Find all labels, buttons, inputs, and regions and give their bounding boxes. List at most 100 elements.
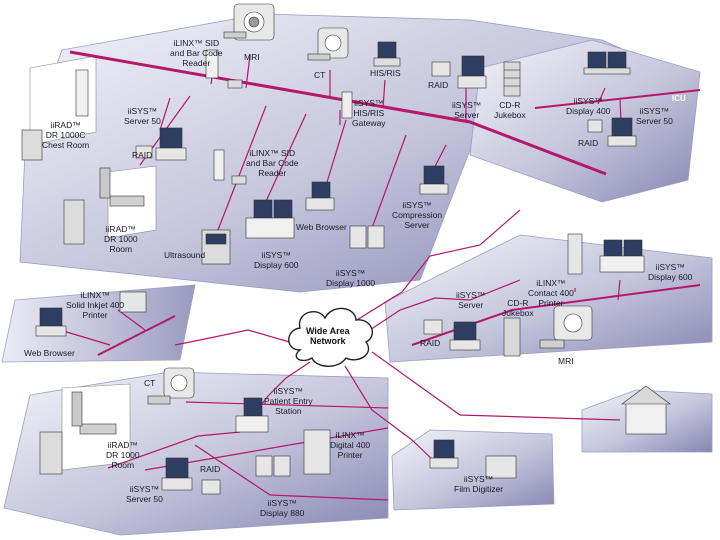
- label-line: CT: [314, 70, 326, 80]
- label-ct-top: CT: [314, 70, 325, 80]
- label-line: iiSYS™: [655, 262, 685, 272]
- monitor-icon: [235, 397, 269, 433]
- label-line: iLINX™: [335, 430, 365, 440]
- branch-display600: [261, 113, 307, 211]
- cd-jukebox-icon: [503, 317, 521, 357]
- label-line: Compression: [392, 210, 443, 220]
- label-line: Display 600: [648, 272, 693, 282]
- label-line: iiSYS™: [463, 474, 494, 484]
- label-line: iiSYS™: [273, 386, 303, 396]
- label-ct-bottom: CT: [144, 378, 155, 388]
- label-line: DR 1000: [104, 234, 138, 244]
- label-line: Reader: [258, 168, 287, 178]
- wan-link-home: [371, 351, 621, 421]
- label-line: Web Browser: [24, 348, 75, 358]
- label-line: and Bar Code: [246, 158, 299, 168]
- label-line: HIS/RIS: [353, 108, 385, 118]
- right-backbone: [411, 284, 701, 346]
- bottom-line-2: [185, 401, 389, 409]
- printer-icon: [303, 429, 331, 475]
- label-line: iiSYS™: [261, 250, 291, 260]
- monitor-icon: [373, 41, 401, 67]
- label-line: Display 880: [260, 508, 305, 518]
- drop-his: [382, 79, 386, 109]
- label-line: MRI: [558, 356, 574, 366]
- raid-storage-icon: [587, 119, 603, 133]
- ct-scanner-icon: [307, 27, 349, 61]
- devices: [21, 3, 671, 495]
- label-line: Room: [111, 460, 135, 470]
- platform-film-digitizer: [391, 429, 555, 511]
- xray-device-icon: [21, 69, 89, 161]
- label-line: MRI: [244, 52, 260, 62]
- cloud-icon: [288, 307, 374, 367]
- left-drop-1: [59, 329, 111, 346]
- label-his-ris-top: HIS/RIS: [370, 68, 401, 78]
- server-icon: [457, 55, 487, 89]
- label-line: Jukebox: [494, 110, 526, 120]
- monitor-icon: [35, 307, 67, 337]
- printer-icon: [119, 291, 147, 313]
- label-raid-main: RAID: [132, 150, 152, 160]
- label-line: Printer: [337, 450, 363, 460]
- printer-icon: [567, 233, 583, 275]
- ct-scanner-icon: [147, 367, 195, 405]
- label-line: Ultrasound: [164, 250, 206, 260]
- label-line: Film Digitizer: [454, 484, 504, 494]
- label-line: Room: [109, 244, 133, 254]
- label-line: CT: [144, 378, 156, 388]
- backbone-main: [69, 50, 607, 176]
- label-line: Digital 400: [330, 440, 371, 450]
- server-icon: [419, 165, 449, 195]
- label-line: iiRAD™: [105, 224, 136, 234]
- label-line: Server: [404, 220, 430, 230]
- label-raid-right: RAID: [420, 338, 440, 348]
- wan-label-line: Network: [310, 336, 346, 346]
- monitor-icon: [245, 199, 295, 239]
- label-line: Server: [458, 300, 484, 310]
- label-line: Server 50: [636, 116, 673, 126]
- server-icon: [341, 91, 353, 119]
- bar-code-reader-icon: [213, 149, 247, 185]
- label-ultrasound: Ultrasound: [164, 250, 205, 260]
- label-mri-right: MRI: [558, 356, 574, 366]
- label-line: DR 1000: [106, 450, 140, 460]
- monitor-icon: [599, 239, 645, 273]
- label-line: iiSYS™: [129, 484, 160, 494]
- label-line: Contact 400: [528, 288, 574, 298]
- wan-label-line: Wide Area: [306, 326, 350, 336]
- label-line: Station: [275, 406, 302, 416]
- server-icon: [607, 117, 637, 147]
- wan-link-right: [369, 279, 521, 331]
- monitor-icon: [305, 181, 335, 211]
- label-line: Reader: [182, 58, 211, 68]
- label-line: Display 400: [566, 106, 611, 116]
- label-line: iiSYS™: [402, 200, 432, 210]
- branch-display1000: [371, 134, 407, 229]
- label-line: Web Browser: [296, 222, 347, 232]
- xray-device-icon: [63, 167, 145, 245]
- label-line: iiSYS™: [354, 98, 384, 108]
- label-raid-bottom: RAID: [200, 464, 220, 474]
- label-raid-top: RAID: [428, 80, 448, 90]
- server-icon: [161, 457, 193, 491]
- server-icon: [449, 321, 481, 351]
- mri-scanner-icon: [539, 305, 593, 349]
- label-line: RAID: [132, 150, 153, 160]
- film-digitizer-icon: [485, 455, 517, 479]
- label-line: Server: [454, 110, 480, 120]
- mri-scanner-icon: [223, 3, 275, 41]
- raid-storage-icon: [423, 319, 443, 335]
- label-line: iLINX™: [80, 290, 110, 300]
